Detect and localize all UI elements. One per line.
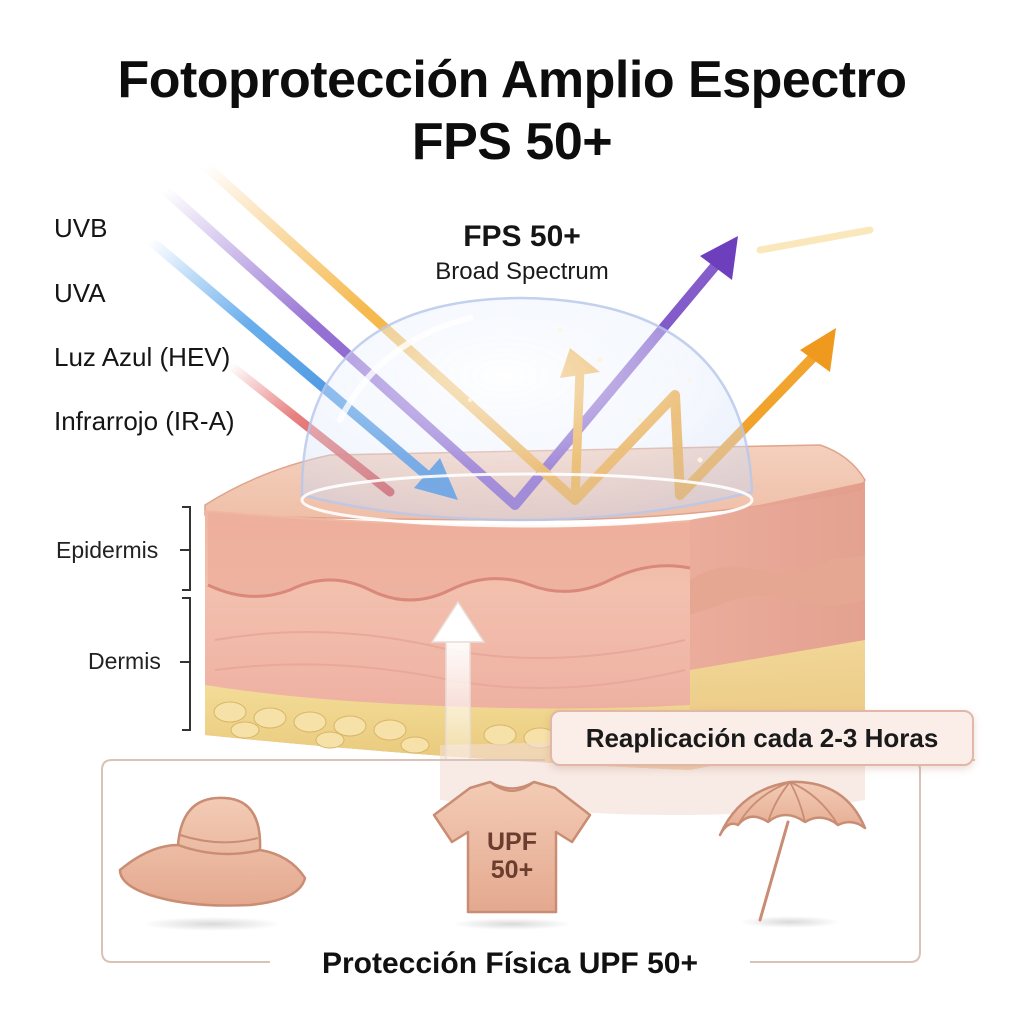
- reapply-badge: Reaplicación cada 2-3 Horas: [550, 710, 974, 766]
- label-infrared: Infrarrojo (IR-A): [54, 406, 235, 436]
- label-dermis: Dermis: [88, 648, 161, 674]
- tshirt-icon: [432, 780, 592, 930]
- umbrella-icon: [718, 780, 867, 928]
- hat-icon: [118, 796, 307, 931]
- label-uva: UVA: [54, 278, 106, 308]
- shield-title: FPS 50+: [463, 220, 581, 253]
- tshirt-text: UPF 50+: [468, 828, 556, 884]
- shield-subtitle: Broad Spectrum: [435, 258, 609, 285]
- reapply-badge-text: Reaplicación cada 2-3 Horas: [585, 722, 939, 753]
- label-uvb: UVB: [54, 213, 108, 243]
- uvb-arrowhead: [800, 328, 836, 372]
- sunscreen-shield-dome: [300, 296, 754, 528]
- label-epidermis: Epidermis: [56, 537, 159, 563]
- tshirt-text-line-1: UPF: [487, 828, 537, 856]
- uva-arrowhead: [700, 236, 738, 280]
- label-blue-light: Luz Azul (HEV): [54, 342, 231, 372]
- tshirt-text-line-2: 50+: [490, 856, 534, 884]
- title-line-1: Fotoprotección Amplio Espectro: [117, 51, 907, 109]
- title-line-2: FPS 50+: [411, 113, 613, 171]
- protection-up-arrow: [430, 600, 486, 761]
- physical-protection-label: Protección Física UPF 50+: [275, 947, 745, 981]
- layer-brackets: [180, 506, 191, 731]
